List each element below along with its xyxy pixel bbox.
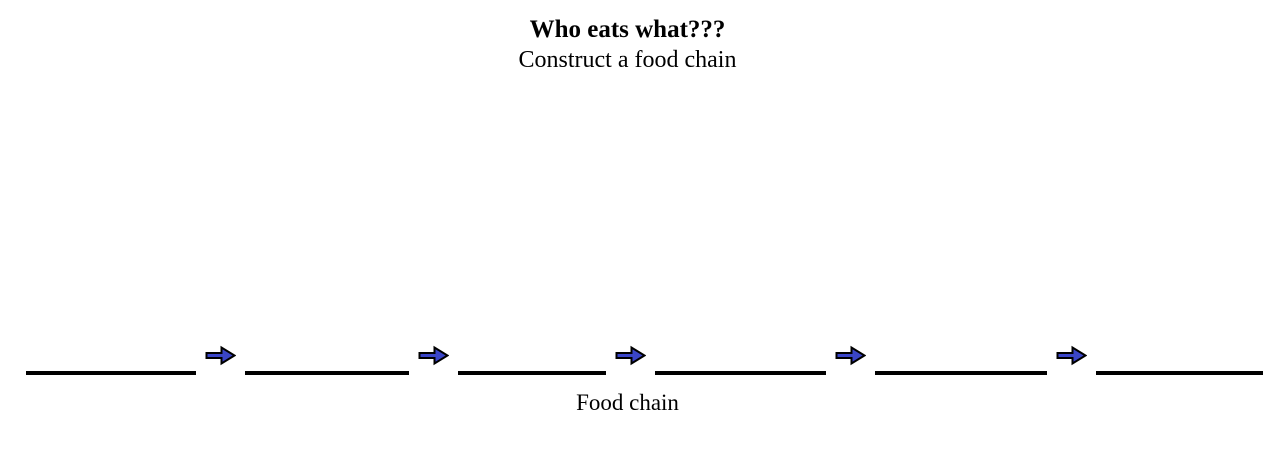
block-arrow-right-icon	[205, 345, 237, 366]
food-chain-blank[interactable]	[1095, 347, 1263, 375]
block-arrow-right-icon	[835, 345, 867, 366]
food-chain-row	[26, 343, 1263, 375]
food-chain-blank[interactable]	[457, 347, 606, 375]
food-chain-label: Food chain	[576, 390, 679, 415]
page-subtitle: Construct a food chain	[518, 47, 737, 74]
block-arrow-right-icon	[615, 345, 646, 366]
page-title: Who eats what???	[529, 16, 726, 43]
block-arrow-right-icon	[1056, 345, 1087, 366]
header: Who eats what??? Construct a food chain	[0, 14, 1255, 76]
food-chain-blank[interactable]	[654, 347, 827, 375]
food-chain-blank[interactable]	[26, 347, 197, 375]
block-arrow-right-icon	[418, 345, 449, 366]
food-chain-blank[interactable]	[245, 347, 409, 375]
food-chain-blank[interactable]	[875, 347, 1047, 375]
